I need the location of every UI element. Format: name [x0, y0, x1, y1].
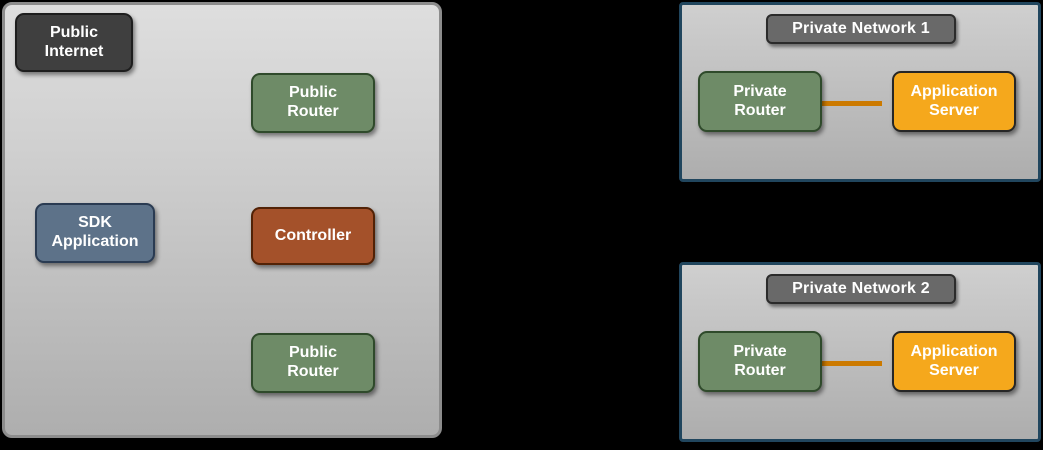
node-private-router-2[interactable]: Private Router [698, 331, 822, 392]
link-private-router-1-to-application-server-1 [802, 101, 882, 106]
node-application-server-1[interactable]: Application Server [892, 71, 1016, 132]
node-private-router-1[interactable]: Private Router [698, 71, 822, 132]
node-public-internet[interactable]: Public Internet [15, 13, 133, 72]
private-network-1-panel: Private Network 1 Private Router Applica… [679, 2, 1041, 182]
public-zone-panel: Public Internet Public Router SDK Applic… [2, 2, 442, 438]
node-public-router-1[interactable]: Public Router [251, 73, 375, 133]
node-sdk-application[interactable]: SDK Application [35, 203, 155, 263]
node-controller[interactable]: Controller [251, 207, 375, 265]
private-network-2-panel: Private Network 2 Private Router Applica… [679, 262, 1041, 442]
node-application-server-2[interactable]: Application Server [892, 331, 1016, 392]
node-public-router-2[interactable]: Public Router [251, 333, 375, 393]
private-network-2-title: Private Network 2 [766, 274, 956, 304]
private-network-1-title: Private Network 1 [766, 14, 956, 44]
link-private-router-2-to-application-server-2 [802, 361, 882, 366]
